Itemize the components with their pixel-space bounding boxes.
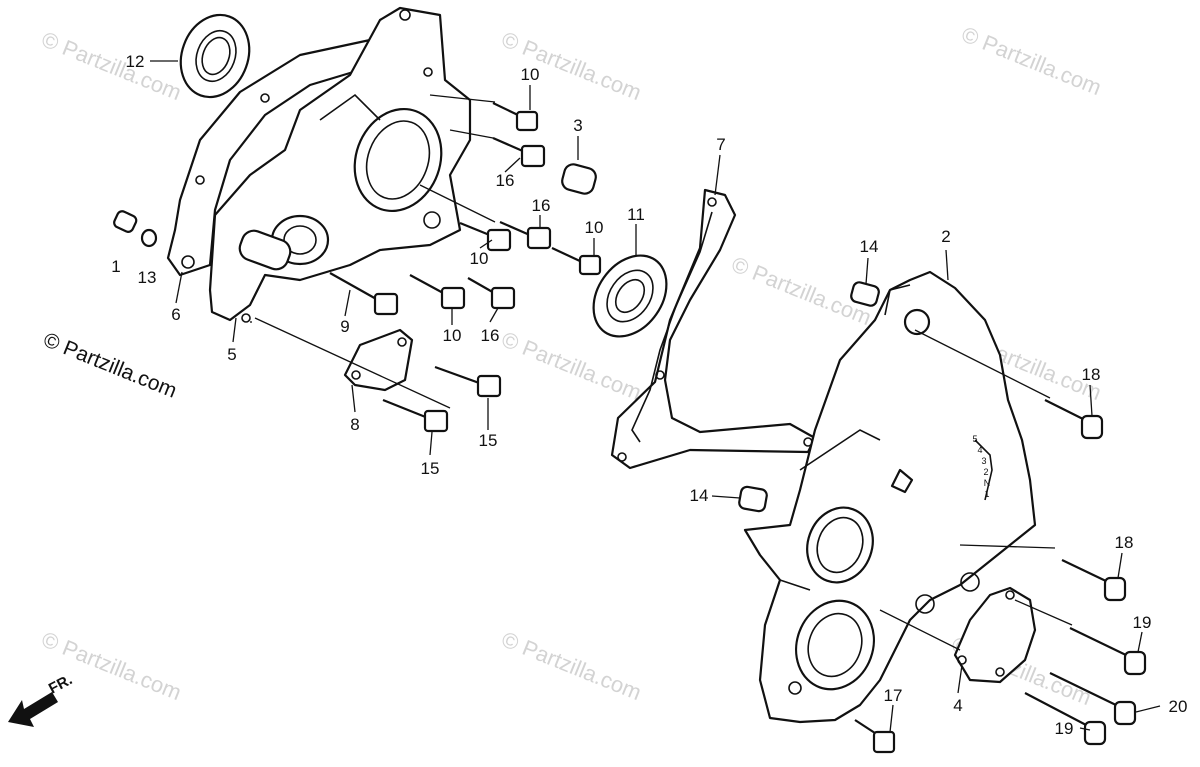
callout-10: 10 [521, 65, 540, 84]
callout-16: 16 [496, 171, 515, 190]
front-direction-arrow: FR. [8, 671, 75, 727]
callout-18: 18 [1115, 533, 1134, 552]
washer-13 [140, 228, 158, 248]
callout-9: 9 [340, 317, 349, 336]
watermark-main: © Partzilla.com [40, 328, 180, 402]
dowel-14-top [850, 281, 880, 307]
callout-10: 10 [585, 218, 604, 237]
shift-mark: 5 [972, 434, 977, 444]
callout-14: 14 [690, 486, 709, 505]
callout-10: 10 [470, 249, 489, 268]
callout-14: 14 [860, 237, 879, 256]
callout-6: 6 [171, 305, 180, 324]
callout-7: 7 [716, 135, 725, 154]
left-case-cover-5 [208, 6, 472, 323]
callout-labels: 12 10 3 16 16 10 10 11 7 1 13 6 5 9 10 1… [111, 52, 1187, 738]
right-case-cover-2 [743, 270, 1037, 724]
dowel-pin-1 [113, 210, 138, 233]
callout-1: 1 [111, 257, 120, 276]
arrow-left-icon [8, 692, 58, 727]
shift-mark: 4 [977, 445, 982, 455]
shift-mark: N [984, 478, 991, 488]
callout-18: 18 [1082, 365, 1101, 384]
callout-5: 5 [227, 345, 236, 364]
small-cover-4 [953, 586, 1037, 684]
watermark: © Partzilla.com [38, 26, 185, 105]
callout-20: 20 [1169, 697, 1188, 716]
callout-17: 17 [884, 686, 903, 705]
watermark: © Partzilla.com [498, 626, 645, 705]
callout-16: 16 [532, 196, 551, 215]
callout-11: 11 [627, 205, 645, 224]
callout-10: 10 [443, 326, 462, 345]
shift-pattern-marks: 5 4 3 2 N 1 [972, 434, 990, 499]
callout-15: 15 [479, 431, 498, 450]
bolts-15 [382, 365, 502, 433]
callout-2: 2 [941, 227, 950, 246]
oil-seal-11 [592, 254, 668, 338]
callout-19: 19 [1055, 719, 1074, 738]
dowel-3 [561, 163, 597, 195]
oil-seal-12 [179, 13, 251, 99]
bolt-group-left [329, 102, 602, 316]
watermark: © Partzilla.com [498, 326, 645, 405]
callout-19: 19 [1133, 613, 1152, 632]
bolt-group-right [854, 399, 1147, 754]
shift-mark: 1 [984, 489, 989, 499]
callout-3: 3 [573, 116, 582, 135]
callout-15: 15 [421, 459, 440, 478]
leader-lines [150, 60, 1161, 733]
callout-4: 4 [953, 696, 962, 715]
callout-16: 16 [481, 326, 500, 345]
gasket-7 [610, 188, 817, 470]
watermark: © Partzilla.com [958, 21, 1105, 100]
callout-8: 8 [350, 415, 359, 434]
callout-12: 12 [126, 52, 145, 71]
shift-mark: 2 [983, 467, 988, 477]
callout-13: 13 [138, 268, 157, 287]
bracket-8 [343, 328, 414, 392]
shift-mark: 3 [981, 456, 986, 466]
dowel-14-mid [738, 485, 768, 513]
